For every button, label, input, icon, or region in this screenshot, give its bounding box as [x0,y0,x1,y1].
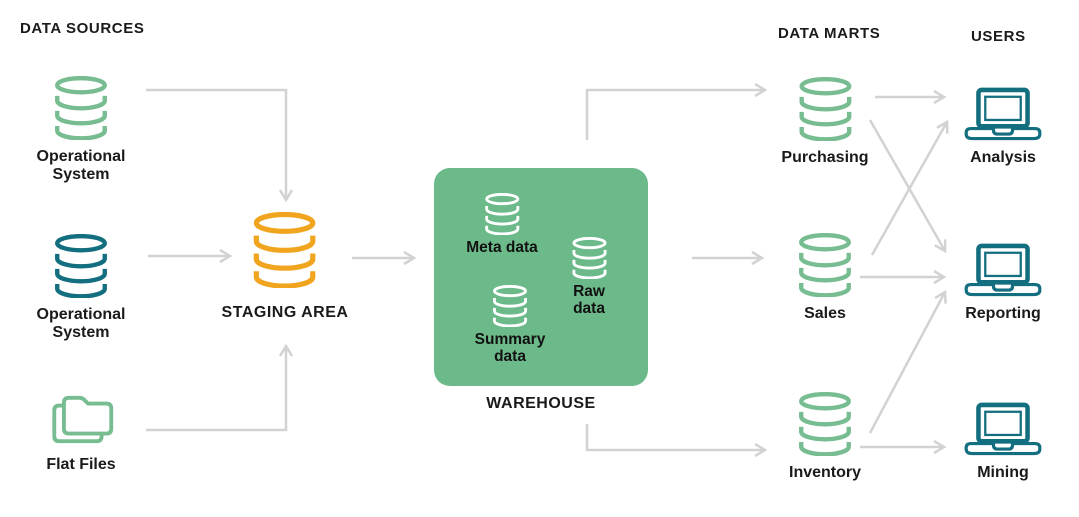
database-icon [794,392,856,456]
node-label: Sales [804,305,846,322]
users-header: USERS [971,28,1026,45]
node-label: Raw data [573,283,605,318]
node-analysis: Analysis [963,87,1043,167]
warehouse-box: Meta data Raw data Summary data [434,168,648,386]
database-icon [487,285,533,327]
data-sources-header: DATA SOURCES [20,20,145,37]
node-label: Purchasing [781,149,869,166]
node-summary-data: Summary data [470,285,550,365]
laptop-icon [963,243,1043,298]
node-label: Operational System [36,148,126,183]
arrow-purchasing-to-reporting [868,119,945,251]
node-label: Inventory [788,464,862,481]
arrow-source1-to-staging [146,88,286,200]
node-label: Flat Files [46,456,116,473]
node-label: Reporting [965,305,1041,322]
node-operational-system-1: Operational System [31,76,131,184]
node-label: Analysis [970,149,1036,166]
database-icon [794,77,856,141]
data-marts-header: DATA MARTS [778,25,881,42]
laptop-icon [963,402,1043,457]
node-mining: Mining [963,402,1043,482]
node-reporting: Reporting [963,243,1043,323]
database-icon [247,212,323,288]
warehouse-label: WAREHOUSE [486,395,596,412]
node-flat-files: Flat Files [46,392,116,474]
database-icon [50,76,112,140]
node-sales: Sales [794,233,856,323]
arrow-warehouse-to-inventory [585,424,765,450]
node-label: STAGING AREA [221,304,349,321]
node-label: Summary data [474,331,546,366]
database-icon [794,233,856,297]
laptop-icon [963,87,1043,142]
node-meta-data: Meta data [466,193,538,256]
arrow-sales-to-analysis [870,122,947,256]
arrow-inventory-to-reporting [868,292,945,434]
node-label: Mining [977,464,1029,481]
node-staging-area: STAGING AREA [222,212,349,322]
database-icon [479,193,525,235]
node-inventory: Inventory [789,392,861,482]
node-label: Operational System [36,306,126,341]
database-icon [50,234,112,298]
node-label: Meta data [466,239,538,256]
database-icon [566,237,612,279]
node-operational-system-2: Operational System [31,234,131,342]
folder-icon [47,392,115,448]
node-purchasing: Purchasing [781,77,869,167]
node-raw-data: Raw data [560,237,619,317]
arrow-warehouse-to-purchasing [585,90,765,140]
arrow-flat-files-to-staging [146,346,286,432]
